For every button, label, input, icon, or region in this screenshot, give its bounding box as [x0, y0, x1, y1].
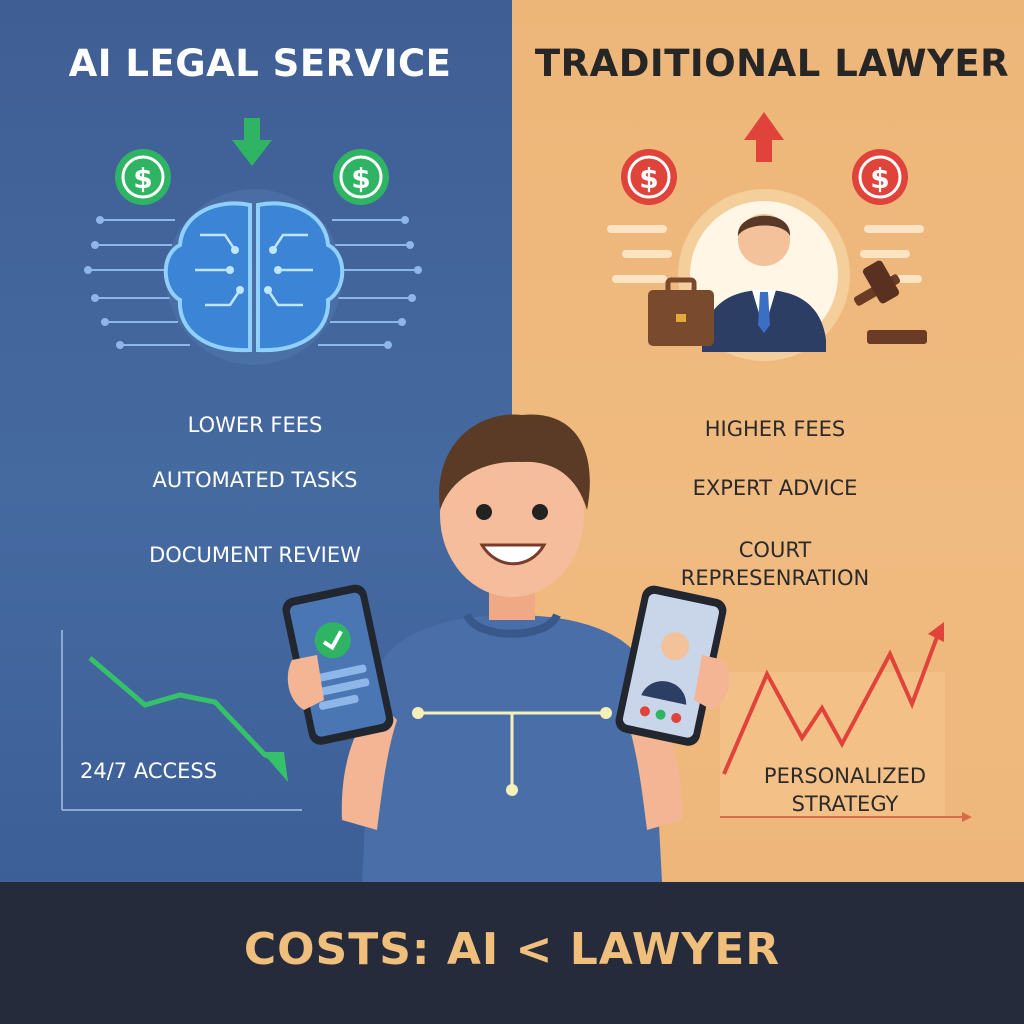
chart-label-24-7-access: 24/7 ACCESS	[80, 759, 218, 783]
svg-text:$: $	[133, 162, 152, 195]
brain-circuit-icon	[163, 189, 345, 365]
lawyer-avatar-icon	[678, 189, 850, 361]
traditional-lawyer-title: TRADITIONAL LAWYER	[534, 42, 1010, 85]
dollar-coin-icon: $	[333, 149, 389, 205]
feature-higher-fees: HIGHER FEES	[704, 417, 846, 441]
chart-label-personalized: PERSONALIZED	[763, 764, 927, 788]
footer-bar	[0, 882, 1024, 1024]
ai-graphics: $ $	[84, 118, 422, 365]
speed-lines-icon	[607, 225, 924, 283]
svg-text:$: $	[351, 162, 370, 195]
up-arrow-icon	[744, 112, 784, 162]
ai-legal-service-title: AI LEGAL SERVICE	[68, 42, 452, 85]
gavel-icon	[853, 260, 927, 344]
feature-document-review: DOCUMENT REVIEW	[149, 543, 361, 567]
dollar-coin-icon: $	[621, 149, 677, 205]
lawyer-graphics: $ $	[607, 112, 927, 361]
feature-representation: REPRESENRATION	[680, 566, 870, 590]
down-arrow-icon	[232, 118, 272, 166]
phone-video-call-icon	[615, 585, 727, 746]
feature-court: COURT	[738, 538, 812, 562]
person-illustration	[282, 414, 730, 882]
chart-label-strategy: STRATEGY	[791, 792, 899, 816]
upward-trend-chart-icon	[720, 622, 972, 822]
svg-text:$: $	[639, 162, 658, 195]
dollar-coin-icon: $	[115, 149, 171, 205]
circuit-lines-icon	[84, 216, 422, 349]
feature-lower-fees: LOWER FEES	[187, 413, 323, 437]
briefcase-icon	[648, 277, 714, 346]
downward-trend-chart-icon	[61, 630, 302, 811]
network-lines-icon	[412, 707, 612, 796]
feature-expert-advice: EXPERT ADVICE	[692, 476, 858, 500]
dollar-coin-icon: $	[852, 149, 908, 205]
footer-cost-comparison: COSTS: AI < LAWYER	[243, 924, 781, 975]
feature-automated-tasks: AUTOMATED TASKS	[152, 468, 358, 492]
svg-text:$: $	[870, 162, 889, 195]
